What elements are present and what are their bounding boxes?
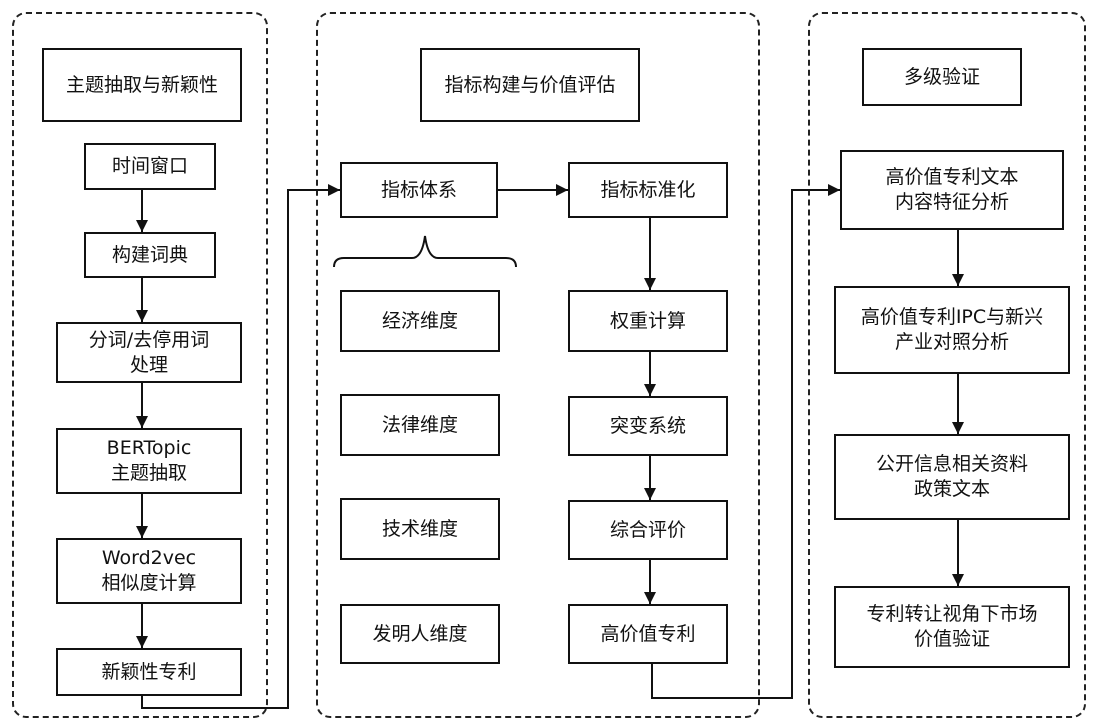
validation-public-info: 公开信息相关资料 政策文本 <box>834 434 1070 520</box>
step-catastrophe-system: 突变系统 <box>568 396 728 456</box>
validation-market-transfer: 专利转让视角下市场 价值验证 <box>834 586 1070 668</box>
validation-ipc-comparison: 高价值专利IPC与新兴 产业对照分析 <box>834 286 1070 374</box>
dimension-legal: 法律维度 <box>340 394 500 456</box>
topic-extraction-title: 主题抽取与新颖性 <box>42 48 242 122</box>
step-novel-patents: 新颖性专利 <box>56 648 242 696</box>
index-system-box: 指标体系 <box>340 162 498 218</box>
step-indicator-standardization: 指标标准化 <box>568 162 728 218</box>
dimension-economic: 经济维度 <box>340 290 500 352</box>
indicator-evaluation-title: 指标构建与价值评估 <box>420 48 640 122</box>
step-segmentation: 分词/去停用词 处理 <box>56 322 242 383</box>
step-build-dictionary: 构建词典 <box>84 232 216 278</box>
validation-text-analysis: 高价值专利文本 内容特征分析 <box>840 150 1064 230</box>
dimension-technical: 技术维度 <box>340 498 500 560</box>
step-weight-calculation: 权重计算 <box>568 290 728 352</box>
step-word2vec: Word2vec 相似度计算 <box>56 538 242 604</box>
step-high-value-patents: 高价值专利 <box>568 604 728 664</box>
dimension-inventor: 发明人维度 <box>340 604 500 664</box>
step-comprehensive-evaluation: 综合评价 <box>568 500 728 560</box>
step-time-window: 时间窗口 <box>84 143 216 190</box>
multilevel-validation-title: 多级验证 <box>862 48 1022 106</box>
step-bertopic: BERTopic 主题抽取 <box>56 428 242 494</box>
